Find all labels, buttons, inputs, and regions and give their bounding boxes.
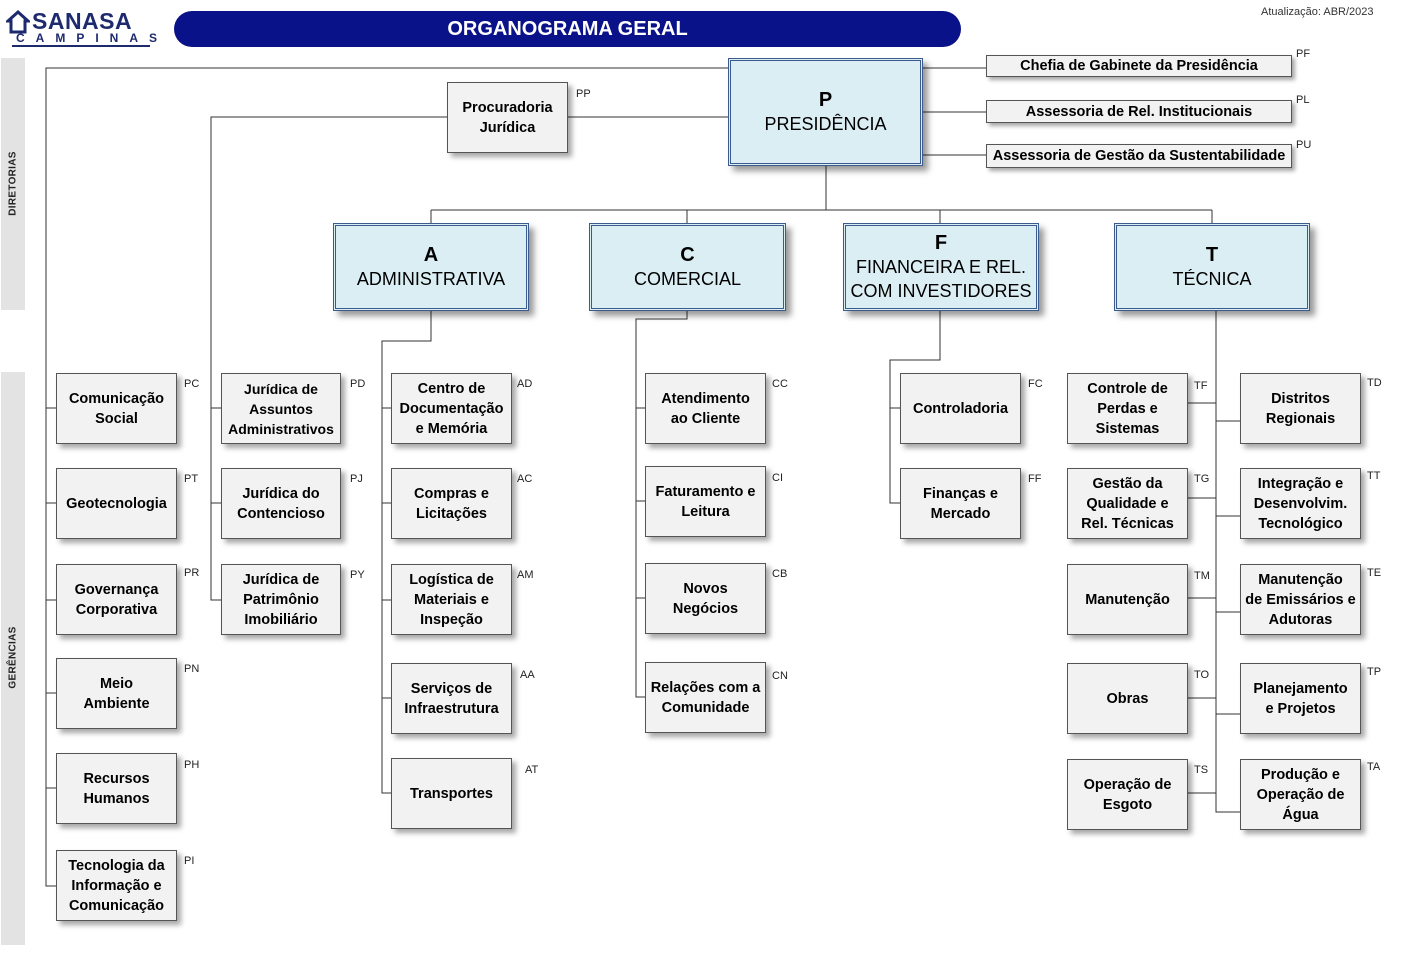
code-tag: PP [576,88,591,100]
code-tag: PI [184,855,195,867]
unit-faturamento-leitura[interactable]: Faturamento e Leitura [645,466,766,537]
code-tag: PC [184,378,200,390]
code-tag: TF [1194,380,1208,392]
update-date: Atualização: ABR/2023 [1261,6,1374,18]
unit-relacoes-comunidade[interactable]: Relações com a Comunidade [645,662,766,733]
unit-meio-ambiente[interactable]: Meio Ambiente [56,658,177,729]
code-tag: AD [517,378,533,390]
code-tag: CC [772,378,788,390]
band-diretorias [1,58,25,310]
unit-logistica-materiais[interactable]: Logística de Materiais e Inspeção [391,564,512,635]
unit-manutencao[interactable]: Manutenção [1067,564,1188,635]
house-icon [6,10,30,34]
code-tag: CN [772,670,788,682]
code-tag: FF [1028,473,1042,485]
presidencia-box[interactable]: P PRESIDÊNCIA [728,58,923,166]
directorate-name: ADMINISTRATIVA [356,269,506,289]
unit-atendimento-cliente[interactable]: Atendimento ao Cliente [645,373,766,444]
staff-sustentabilidade[interactable]: Assessoria de Gestão da Sustentabilidade [986,144,1292,168]
code-tag: TS [1194,764,1209,776]
presidencia-code: P [818,89,833,111]
staff-chefia-gabinete[interactable]: Chefia de Gabinete da Presidência [986,55,1292,77]
unit-producao-agua[interactable]: Produção e Operação de Água [1240,759,1361,830]
logo-subtitle: CAMPINAS [16,31,169,45]
code-tag: TP [1367,666,1382,678]
code-tag: PH [184,759,200,771]
unit-controladoria[interactable]: Controladoria [900,373,1021,444]
page-title: ORGANOGRAMA GERAL [174,11,961,47]
code-tag: TG [1194,473,1210,485]
unit-financas-mercado[interactable]: Finanças e Mercado [900,468,1021,539]
code-tag: AC [517,473,533,485]
directorate-name: COMERCIAL [633,269,741,289]
directorate-financeira[interactable]: F FINANCEIRA E REL. COM INVESTIDORES [843,223,1039,311]
code-tag: TD [1367,377,1382,389]
code-tag: CI [772,472,783,484]
directorate-code: F [934,232,948,254]
unit-juridica-patrimonio[interactable]: Jurídica de Patrimônio Imobiliário [221,564,341,635]
code-tag: PN [184,663,200,675]
unit-tecnologia-informacao[interactable]: Tecnologia da Informação e Comunicação [56,850,177,921]
sanasa-logo: SANASA CAMPINAS [6,8,157,48]
unit-controle-perdas[interactable]: Controle de Perdas e Sistemas [1067,373,1188,444]
unit-manutencao-emissarios[interactable]: Manutenção de Emissários e Adutoras [1240,564,1361,635]
unit-geotecnologia[interactable]: Geotecnologia [56,468,177,539]
unit-juridica-assuntos-adm[interactable]: Jurídica de Assuntos Administrativos [221,373,341,444]
code-tag: FC [1028,378,1043,390]
code-tag: PU [1296,139,1312,151]
unit-comunicacao-social[interactable]: Comunicação Social [56,373,177,444]
code-tag: TA [1367,761,1381,773]
directorate-code: C [680,244,695,266]
staff-rel-institucionais[interactable]: Assessoria de Rel. Institucionais [986,100,1292,123]
unit-obras[interactable]: Obras [1067,663,1188,734]
unit-transportes[interactable]: Transportes [391,758,512,829]
unit-recursos-humanos[interactable]: Recursos Humanos [56,753,177,824]
code-tag: TM [1194,570,1210,582]
code-tag: CB [772,568,788,580]
unit-gestao-qualidade[interactable]: Gestão da Qualidade e Rel. Técnicas [1067,468,1188,539]
code-tag: TT [1367,470,1381,482]
code-tag: TE [1367,567,1382,579]
code-tag: PL [1296,94,1310,106]
code-tag: TO [1194,669,1210,681]
presidencia-name: PRESIDÊNCIA [764,114,887,134]
unit-governanca-corporativa[interactable]: Governança Corporativa [56,564,177,635]
unit-juridica-contencioso[interactable]: Jurídica do Contencioso [221,468,341,539]
code-tag: PF [1296,48,1311,60]
band-gerencias [1,372,25,945]
label-gerencias: GERÊNCIAS [7,626,19,689]
unit-servicos-infraestrutura[interactable]: Serviços de Infraestrutura [391,663,512,734]
directorate-comercial[interactable]: C COMERCIAL [589,223,786,311]
logo-underline [12,45,150,47]
directorate-name: FINANCEIRA E REL. COM INVESTIDORES [850,257,1032,301]
code-tag: AM [517,569,534,581]
code-tag: PD [350,378,366,390]
directorate-code: A [423,244,439,266]
unit-planejamento-projetos[interactable]: Planejamento e Projetos [1240,663,1361,734]
directorate-name: TÉCNICA [1172,269,1252,289]
label-diretorias: DIRETORIAS [7,151,19,216]
code-tag: PT [184,473,199,485]
unit-compras-licitacoes[interactable]: Compras e Licitações [391,468,512,539]
code-tag: AT [525,764,539,776]
code-tag: PR [184,567,200,579]
unit-centro-documentacao[interactable]: Centro de Documentação e Memória [391,373,512,444]
unit-novos-negocios[interactable]: Novos Negócios [645,563,766,634]
directorate-tecnica[interactable]: T TÉCNICA [1114,223,1310,311]
code-tag: AA [520,669,535,681]
unit-operacao-esgoto[interactable]: Operação de Esgoto [1067,759,1188,830]
code-tag: PY [350,569,365,581]
logo-name: SANASA [32,8,133,34]
directorate-code: T [1205,244,1219,266]
unit-distritos-regionais[interactable]: Distritos Regionais [1240,373,1361,444]
unit-integracao-desenvolvimento[interactable]: Integração e Desenvolvim. Tecnológico [1240,468,1361,539]
directorate-administrativa[interactable]: A ADMINISTRATIVA [333,223,529,311]
code-tag: PJ [350,473,363,485]
procuradoria-box[interactable]: Procuradoria Jurídica [447,82,568,153]
